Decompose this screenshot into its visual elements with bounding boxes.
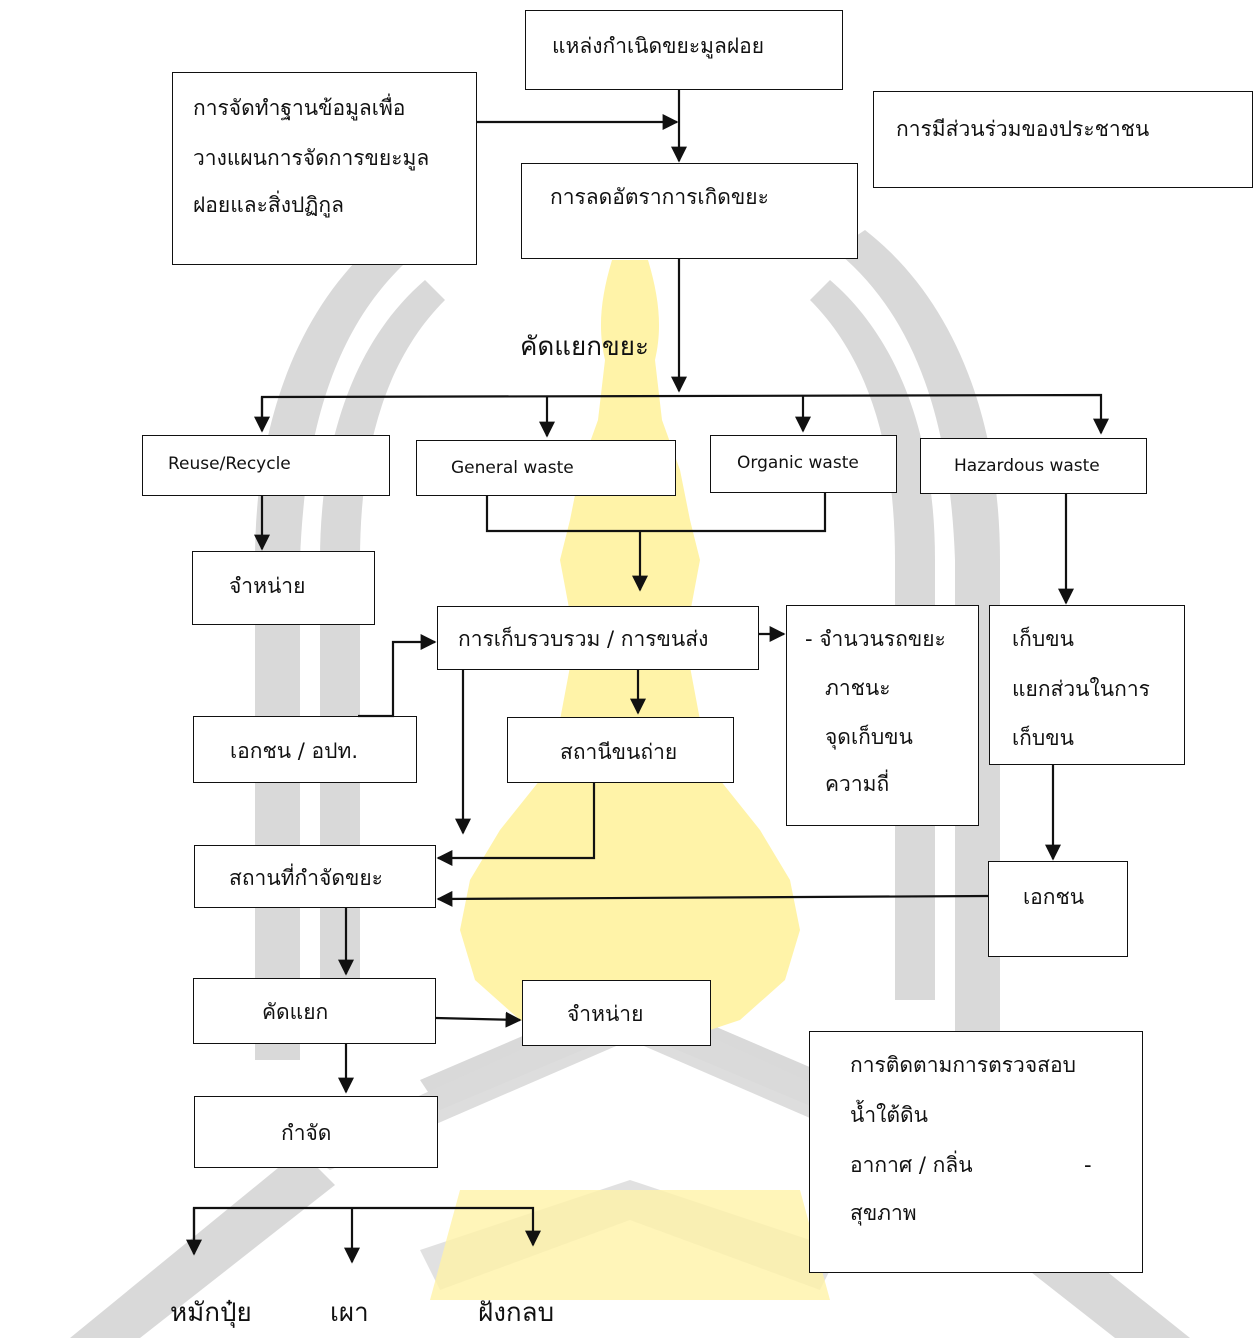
database-line-2: วางแผนการจัดการขยะมูล <box>193 146 430 170</box>
dispose-label: กำจัด <box>281 1121 332 1145</box>
reduce-box: การลดอัตราการเกิดขยะ <box>521 163 858 259</box>
database-box: การจัดทำฐานข้อมูลเพื่อ วางแผนการจัดการขย… <box>172 72 477 265</box>
private-label: เอกชน <box>1023 885 1085 909</box>
vehicles-line-2: ภาชนะ <box>825 676 891 700</box>
reuse-label: Reuse/Recycle <box>168 454 291 474</box>
haz-collect-line-3: เก็บขน <box>1012 726 1074 750</box>
participation-box: การมีส่วนร่วมของประชาชน <box>873 91 1253 188</box>
source-label: แหล่งกำเนิดขยะมูลฝอย <box>552 34 765 58</box>
private-box: เอกชน <box>988 861 1128 957</box>
sell-label-2: จำหน่าย <box>567 1002 644 1026</box>
monitoring-dash: - <box>1084 1153 1092 1177</box>
vehicles-line-1: - จำนวนรถขยะ <box>805 627 946 651</box>
monitoring-line-4: สุขภาพ <box>850 1201 917 1225</box>
database-line-3: ฝอยและสิ่งปฏิกูล <box>193 193 344 217</box>
general-label: General waste <box>451 458 574 478</box>
organic-label: Organic waste <box>737 453 859 473</box>
monitoring-line-1: การติดตามการตรวจสอบ <box>850 1053 1076 1077</box>
general-box: General waste <box>416 440 676 496</box>
vehicles-box: - จำนวนรถขยะ ภาชนะ จุดเก็บขน ความถี่ <box>786 605 979 826</box>
separate-box: คัดแยก <box>193 978 436 1044</box>
outcome-landfill: ฝังกลบ <box>478 1298 555 1328</box>
separate-label: คัดแยก <box>262 1000 329 1024</box>
vehicles-line-4: ความถี่ <box>825 772 890 796</box>
transfer-box: สถานีขนถ่าย <box>507 717 734 783</box>
sell-box-2: จำหน่าย <box>522 980 711 1046</box>
collection-box: การเก็บรวบรวม / การขนส่ง <box>437 606 759 670</box>
outcome-burn: เผา <box>330 1298 369 1328</box>
organic-box: Organic waste <box>710 435 897 493</box>
dispose-box: กำจัด <box>194 1096 438 1168</box>
sorting-label: คัดแยกขยะ <box>520 332 649 362</box>
private-local-box: เอกชน / อปท. <box>193 716 417 783</box>
vehicles-line-3: จุดเก็บขน <box>825 725 913 749</box>
database-line-1: การจัดทำฐานข้อมูลเพื่อ <box>193 96 406 120</box>
hazardous-label: Hazardous waste <box>954 456 1100 476</box>
disposal-site-label: สถานที่กำจัดขยะ <box>229 866 383 890</box>
hazardous-box: Hazardous waste <box>920 438 1147 494</box>
haz-collect-line-2: แยกส่วนในการ <box>1012 677 1150 701</box>
reuse-box: Reuse/Recycle <box>142 435 390 496</box>
collection-label: การเก็บรวบรวม / การขนส่ง <box>458 627 709 651</box>
monitoring-line-2: น้ำใต้ดิน <box>850 1103 929 1127</box>
reduce-label: การลดอัตราการเกิดขยะ <box>550 185 769 209</box>
participation-label: การมีส่วนร่วมของประชาชน <box>896 117 1150 141</box>
outcome-compost: หมักปุ๋ย <box>170 1298 252 1328</box>
transfer-label: สถานีขนถ่าย <box>560 740 678 764</box>
monitoring-box: การติดตามการตรวจสอบ น้ำใต้ดิน อากาศ / กล… <box>809 1031 1143 1273</box>
haz-collect-line-1: เก็บขน <box>1012 627 1074 651</box>
haz-collect-box: เก็บขน แยกส่วนในการ เก็บขน <box>989 605 1185 765</box>
monitoring-line-3: อากาศ / กลิ่น <box>850 1153 973 1177</box>
disposal-site-box: สถานที่กำจัดขยะ <box>194 845 436 908</box>
sell-label-1: จำหน่าย <box>229 574 306 598</box>
sell-box-1: จำหน่าย <box>192 551 375 625</box>
private-local-label: เอกชน / อปท. <box>230 739 358 763</box>
source-box: แหล่งกำเนิดขยะมูลฝอย <box>525 10 843 90</box>
